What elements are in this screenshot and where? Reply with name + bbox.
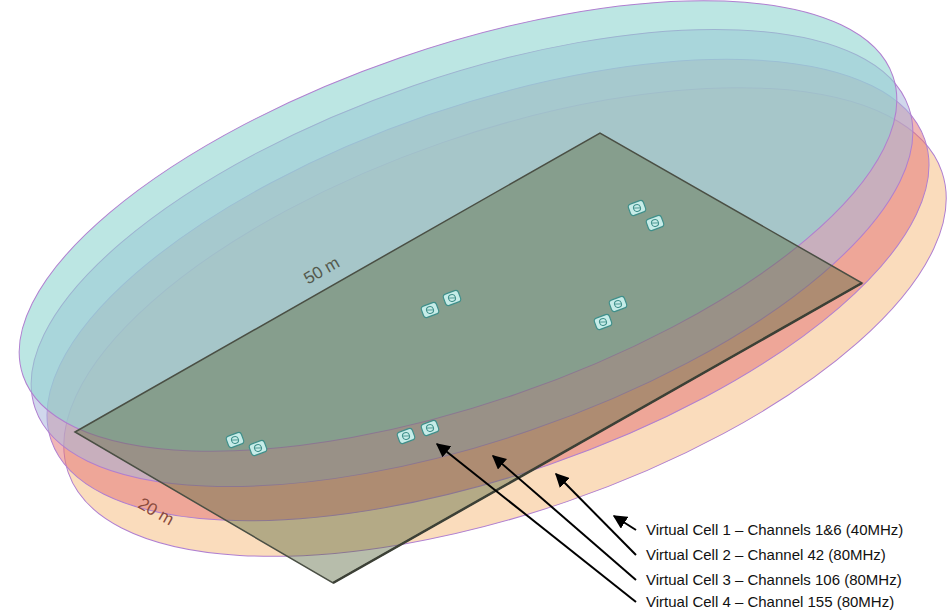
cell-label: Virtual Cell 2 – Channel 42 (80MHz) xyxy=(646,546,886,563)
floor-area xyxy=(75,133,862,583)
leader-arrows xyxy=(437,444,636,602)
leader-arrow xyxy=(614,516,636,530)
leader-arrow xyxy=(493,456,636,580)
access-points xyxy=(225,200,664,457)
leader-arrow xyxy=(437,444,636,602)
leader-arrow xyxy=(556,474,636,555)
cell-label: Virtual Cell 4 – Channel 155 (80MHz) xyxy=(646,593,894,610)
cell-label: Virtual Cell 3 – Channels 106 (80MHz) xyxy=(646,571,902,588)
cell-label: Virtual Cell 1 – Channels 1&6 (40MHz) xyxy=(646,521,903,538)
